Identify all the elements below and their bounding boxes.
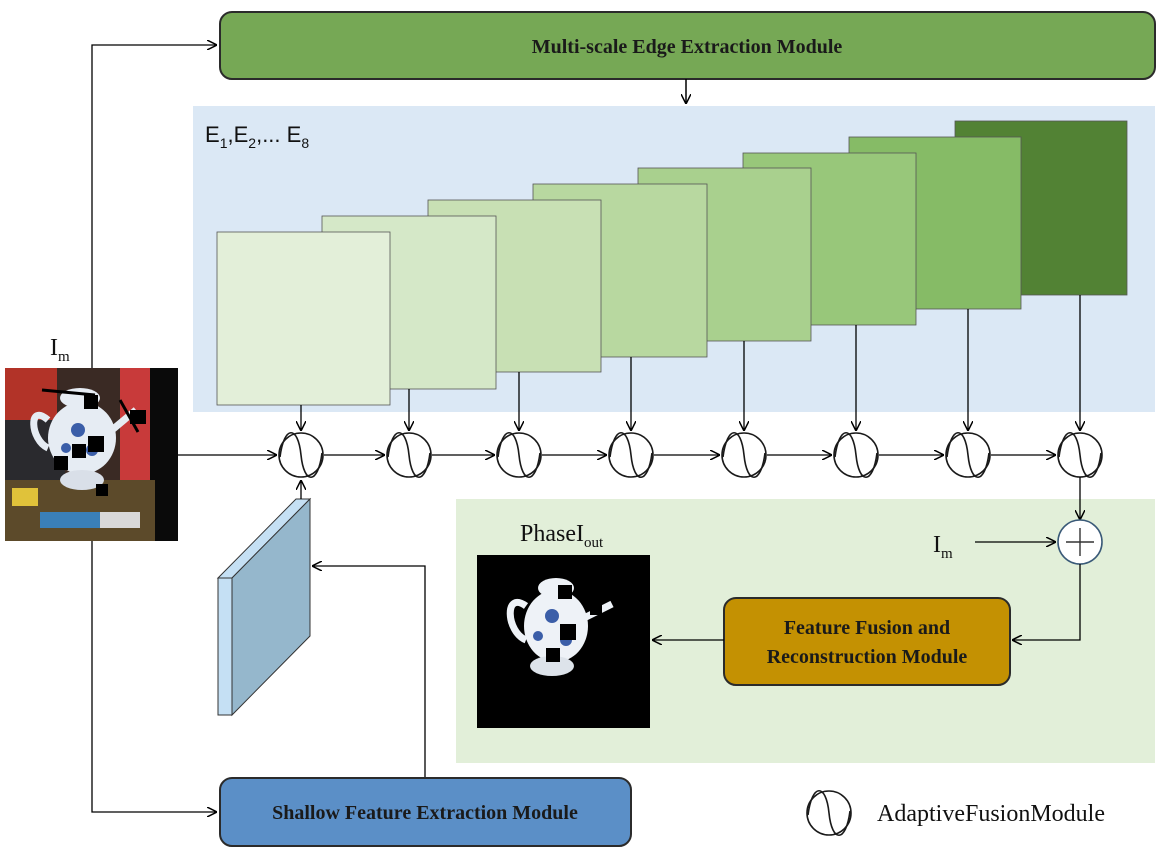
fusion-reconstruction-module-label-line1: Feature Fusion and	[784, 617, 950, 639]
edge-extraction-module[interactable]	[219, 11, 1156, 80]
tilde-circle-icon	[386, 431, 432, 479]
edge-extraction-module-label: Multi-scale Edge Extraction Module	[532, 36, 843, 58]
edge-to-fusion-arrows	[301, 295, 1080, 430]
input-routing-lines	[91, 45, 216, 812]
output-image	[477, 555, 650, 728]
edge-map-1	[216, 231, 391, 406]
input-image	[5, 368, 178, 541]
tilde-circle-icon	[721, 431, 767, 479]
legend-tilde-circle-icon	[806, 789, 852, 837]
tilde-circle-icon	[1057, 431, 1103, 479]
fusion-reconstruction-module-label-line2: Reconstruction Module	[767, 646, 968, 668]
tilde-circle-icon	[833, 431, 879, 479]
fusion-reconstruction-module[interactable]	[723, 597, 1011, 686]
tilde-circle-icon	[496, 431, 542, 479]
shallow-feature-block	[216, 497, 312, 717]
add-to-reconstruction-arrow	[1013, 564, 1081, 640]
tilde-circle-icon	[278, 431, 324, 479]
plus-circle-icon	[1057, 519, 1103, 565]
tilde-circle-icon	[945, 431, 991, 479]
tilde-circle-icon	[608, 431, 654, 479]
shallow-extraction-module-label: Shallow Feature Extraction Module	[272, 802, 578, 824]
legend-label: AdaptiveFusionModule	[877, 801, 1105, 827]
shallow-to-feature-arrow	[313, 566, 426, 778]
shallow-extraction-module[interactable]	[219, 777, 632, 847]
edge-maps-label: E1,E2,... E8	[205, 122, 309, 151]
residual-input-label: Im	[933, 532, 953, 562]
input-label: Im	[50, 335, 70, 365]
output-label: PhaseIout	[520, 521, 604, 551]
